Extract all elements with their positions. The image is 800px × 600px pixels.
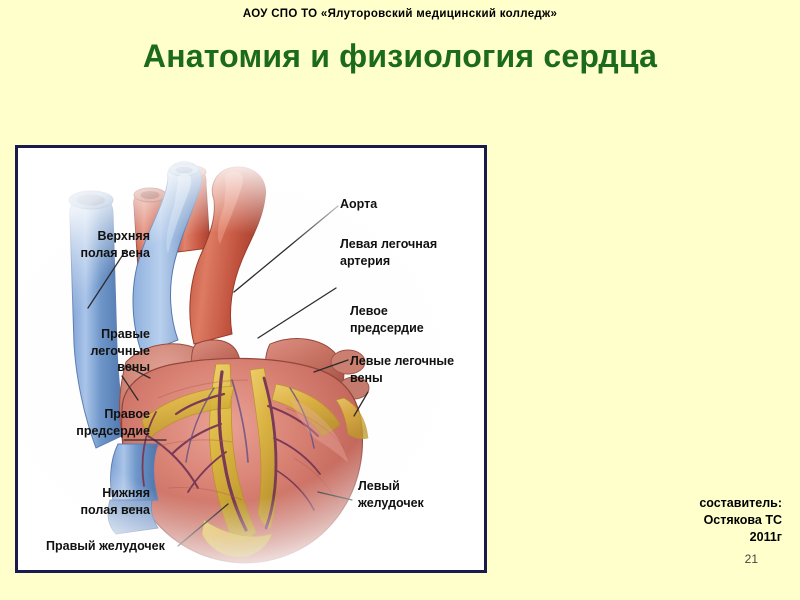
credit-role: составитель: [699, 496, 782, 510]
label-left-pulmonary-artery: Левая легочная артерия [340, 237, 438, 268]
label-inferior-vena-cava: Нижняя полая вена [80, 486, 150, 517]
label-left-ventricle: Левый желудочек [358, 479, 424, 510]
label-right-atrium: Правое предсердие [76, 407, 150, 438]
institution-header: АОУ СПО ТО «Ялуторовский медицинский кол… [242, 8, 558, 20]
author-credit: составитель: Остякова ТС 2011г [582, 495, 782, 546]
label-aorta: Аорта [340, 197, 378, 211]
credit-year: 2011г [749, 530, 782, 544]
page-number: 21 [744, 552, 758, 566]
label-right-pulmonary-veins: Правые легочные вены [90, 327, 150, 374]
heart-figure: Верхняя полая вена Правые легочные вены … [18, 148, 484, 570]
label-left-pulmonary-veins: Левые легочные вены [350, 354, 455, 385]
label-superior-vena-cava: Верхняя полая вена [80, 229, 150, 260]
label-left-atrium: Левое предсердие [350, 304, 424, 335]
page-title: Анатомия и физиология сердца [142, 38, 658, 74]
credit-author: Остякова ТС [703, 513, 782, 527]
heart-figure-frame: Верхняя полая вена Правые легочные вены … [15, 145, 487, 573]
label-right-ventricle: Правый желудочек [46, 539, 165, 553]
